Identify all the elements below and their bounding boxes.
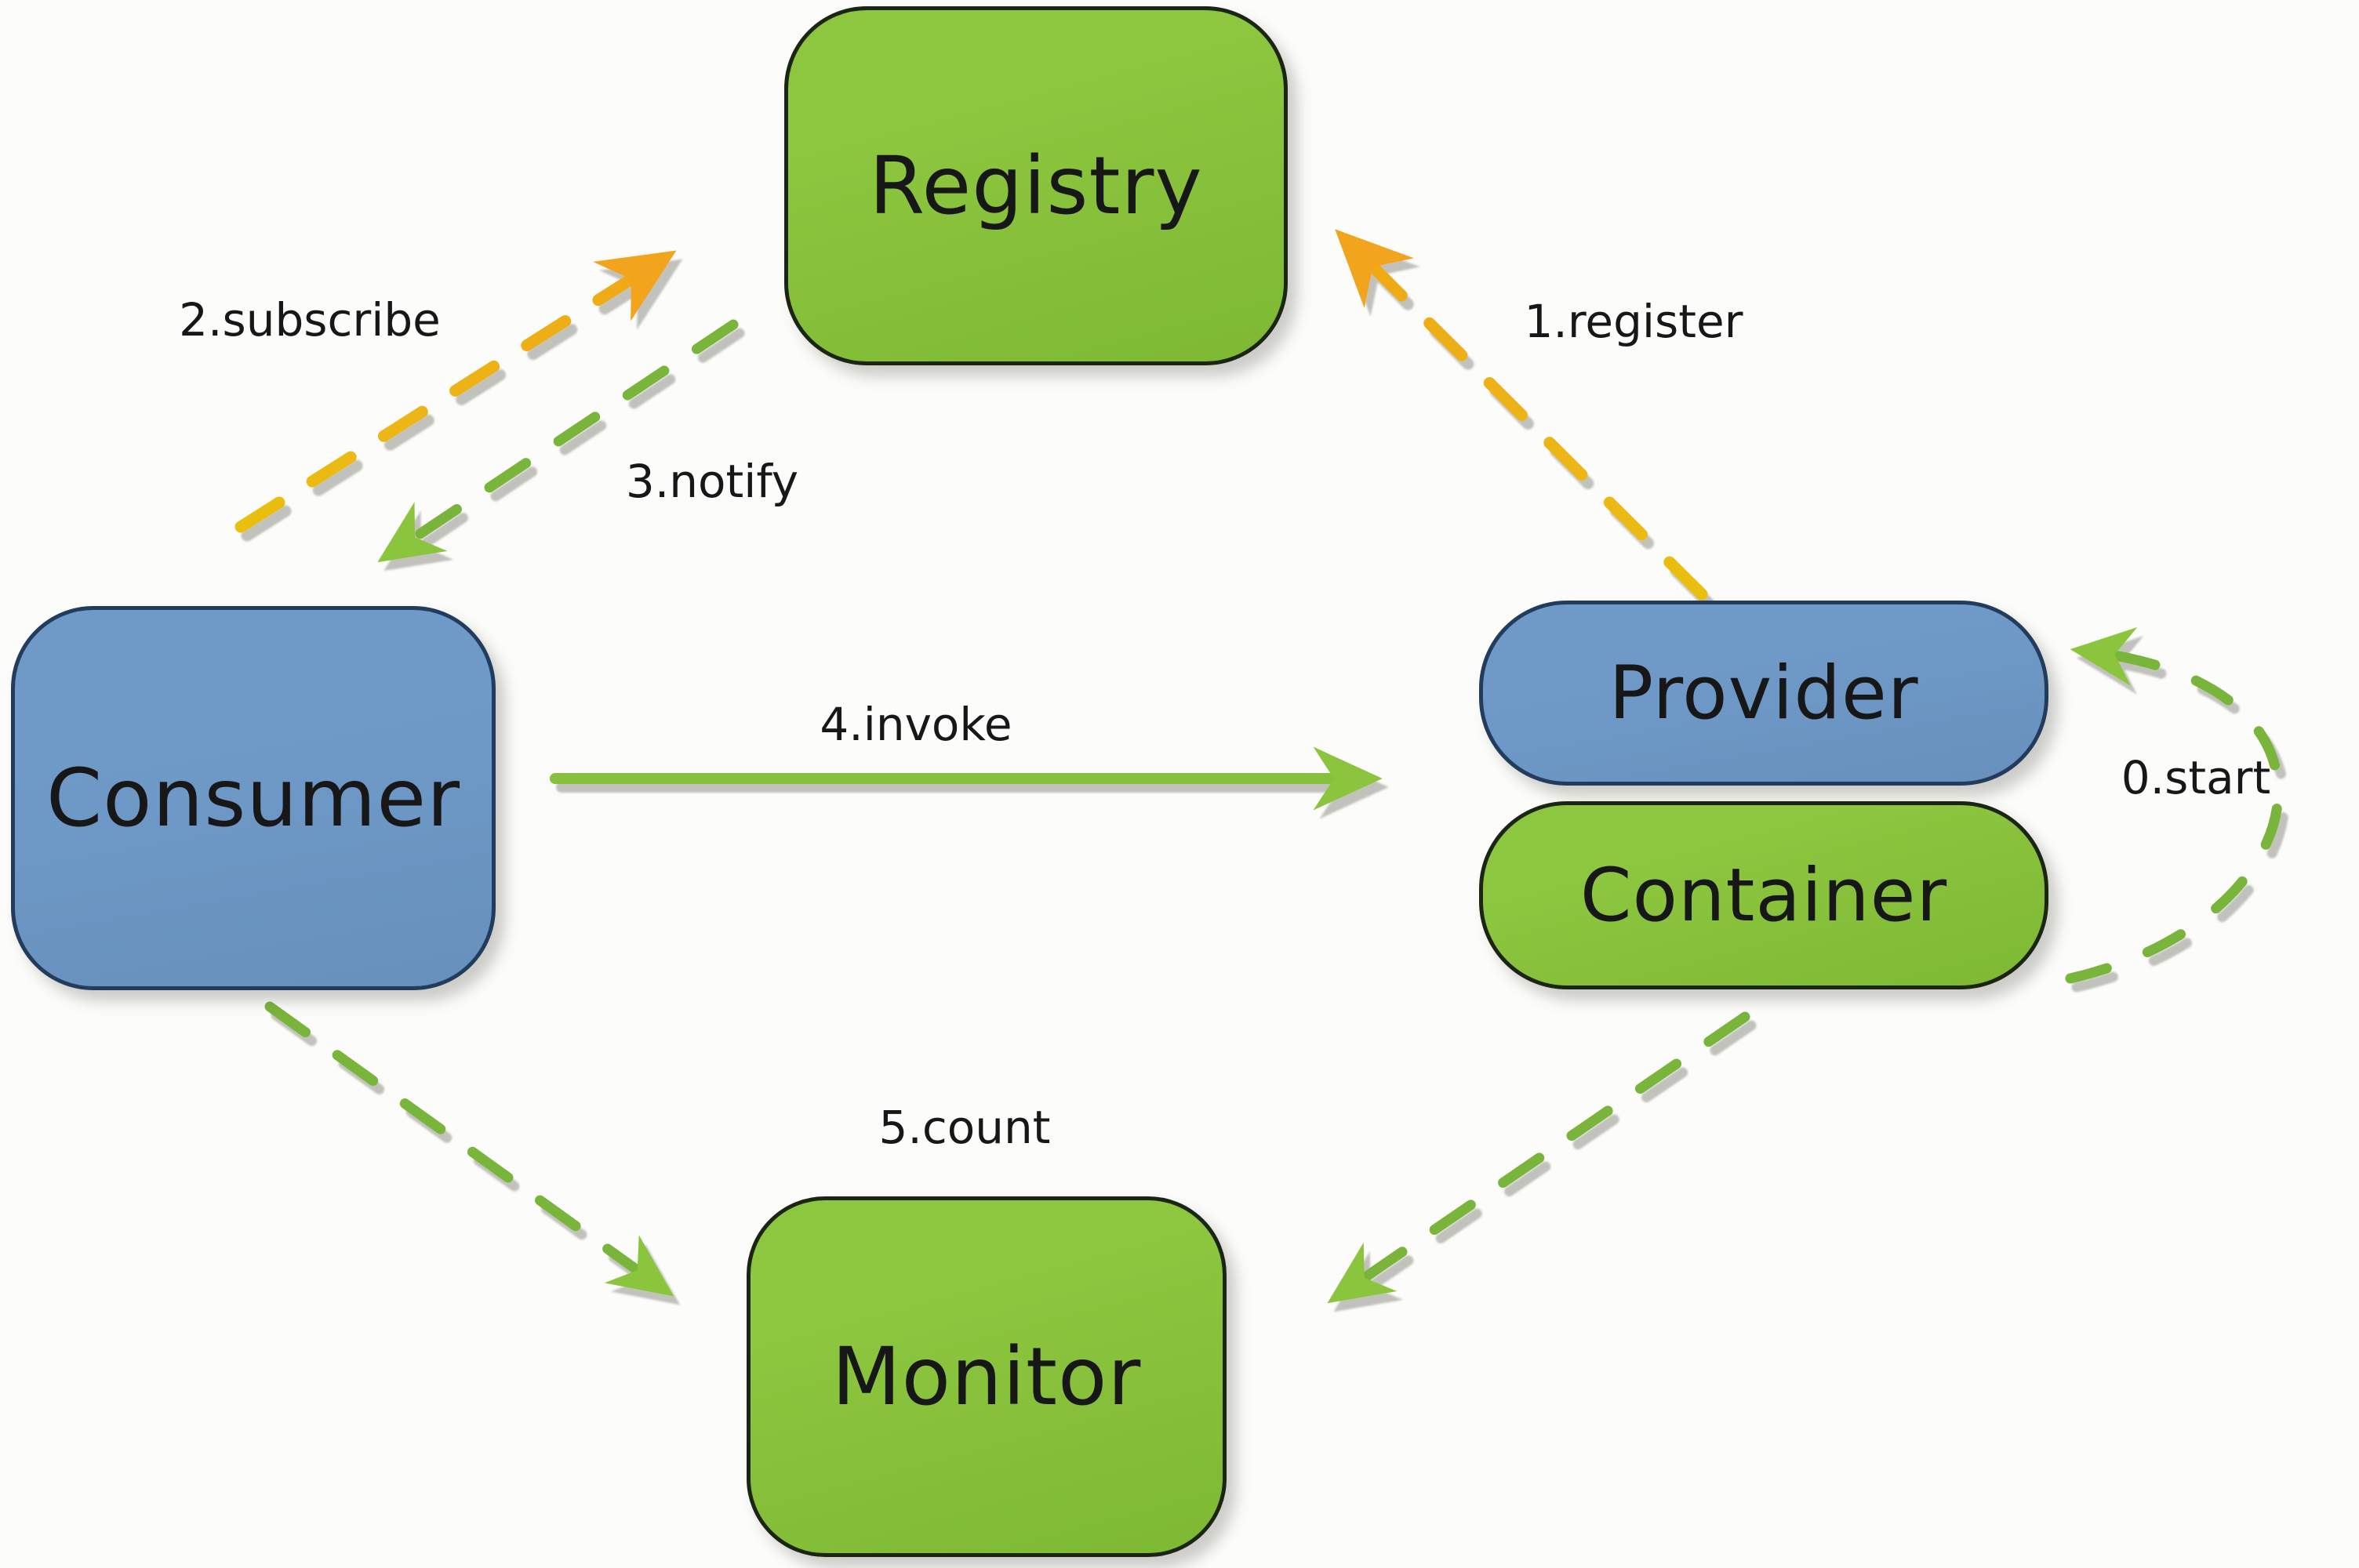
edge-label-subscribe: 2.subscribe [179, 293, 441, 347]
register-arrow [1335, 229, 1708, 601]
start-arrow [2065, 627, 2284, 984]
edge-label-invoke: 4.invoke [820, 698, 1012, 751]
node-monitor: Monitor [747, 1196, 1227, 1557]
node-consumer-label: Consumer [45, 751, 461, 845]
edge-label-count: 5.count [878, 1101, 1051, 1154]
node-registry: Registry [784, 6, 1288, 365]
node-container-label: Container [1579, 852, 1948, 938]
edge-label-register: 1.register [1524, 295, 1743, 348]
count-consumer-arrow [264, 1001, 674, 1297]
node-provider: Provider [1479, 601, 2048, 786]
edge-label-notify: 3.notify [625, 455, 799, 508]
node-registry-label: Registry [869, 139, 1203, 233]
node-container: Container [1479, 801, 2048, 989]
notify-arrow [377, 319, 739, 563]
node-provider-label: Provider [1608, 650, 1919, 736]
node-monitor-label: Monitor [831, 1330, 1142, 1424]
node-consumer: Consumer [11, 606, 496, 990]
edge-label-start: 0.start [2121, 751, 2271, 804]
count-provider-arrow [1327, 1011, 1750, 1304]
